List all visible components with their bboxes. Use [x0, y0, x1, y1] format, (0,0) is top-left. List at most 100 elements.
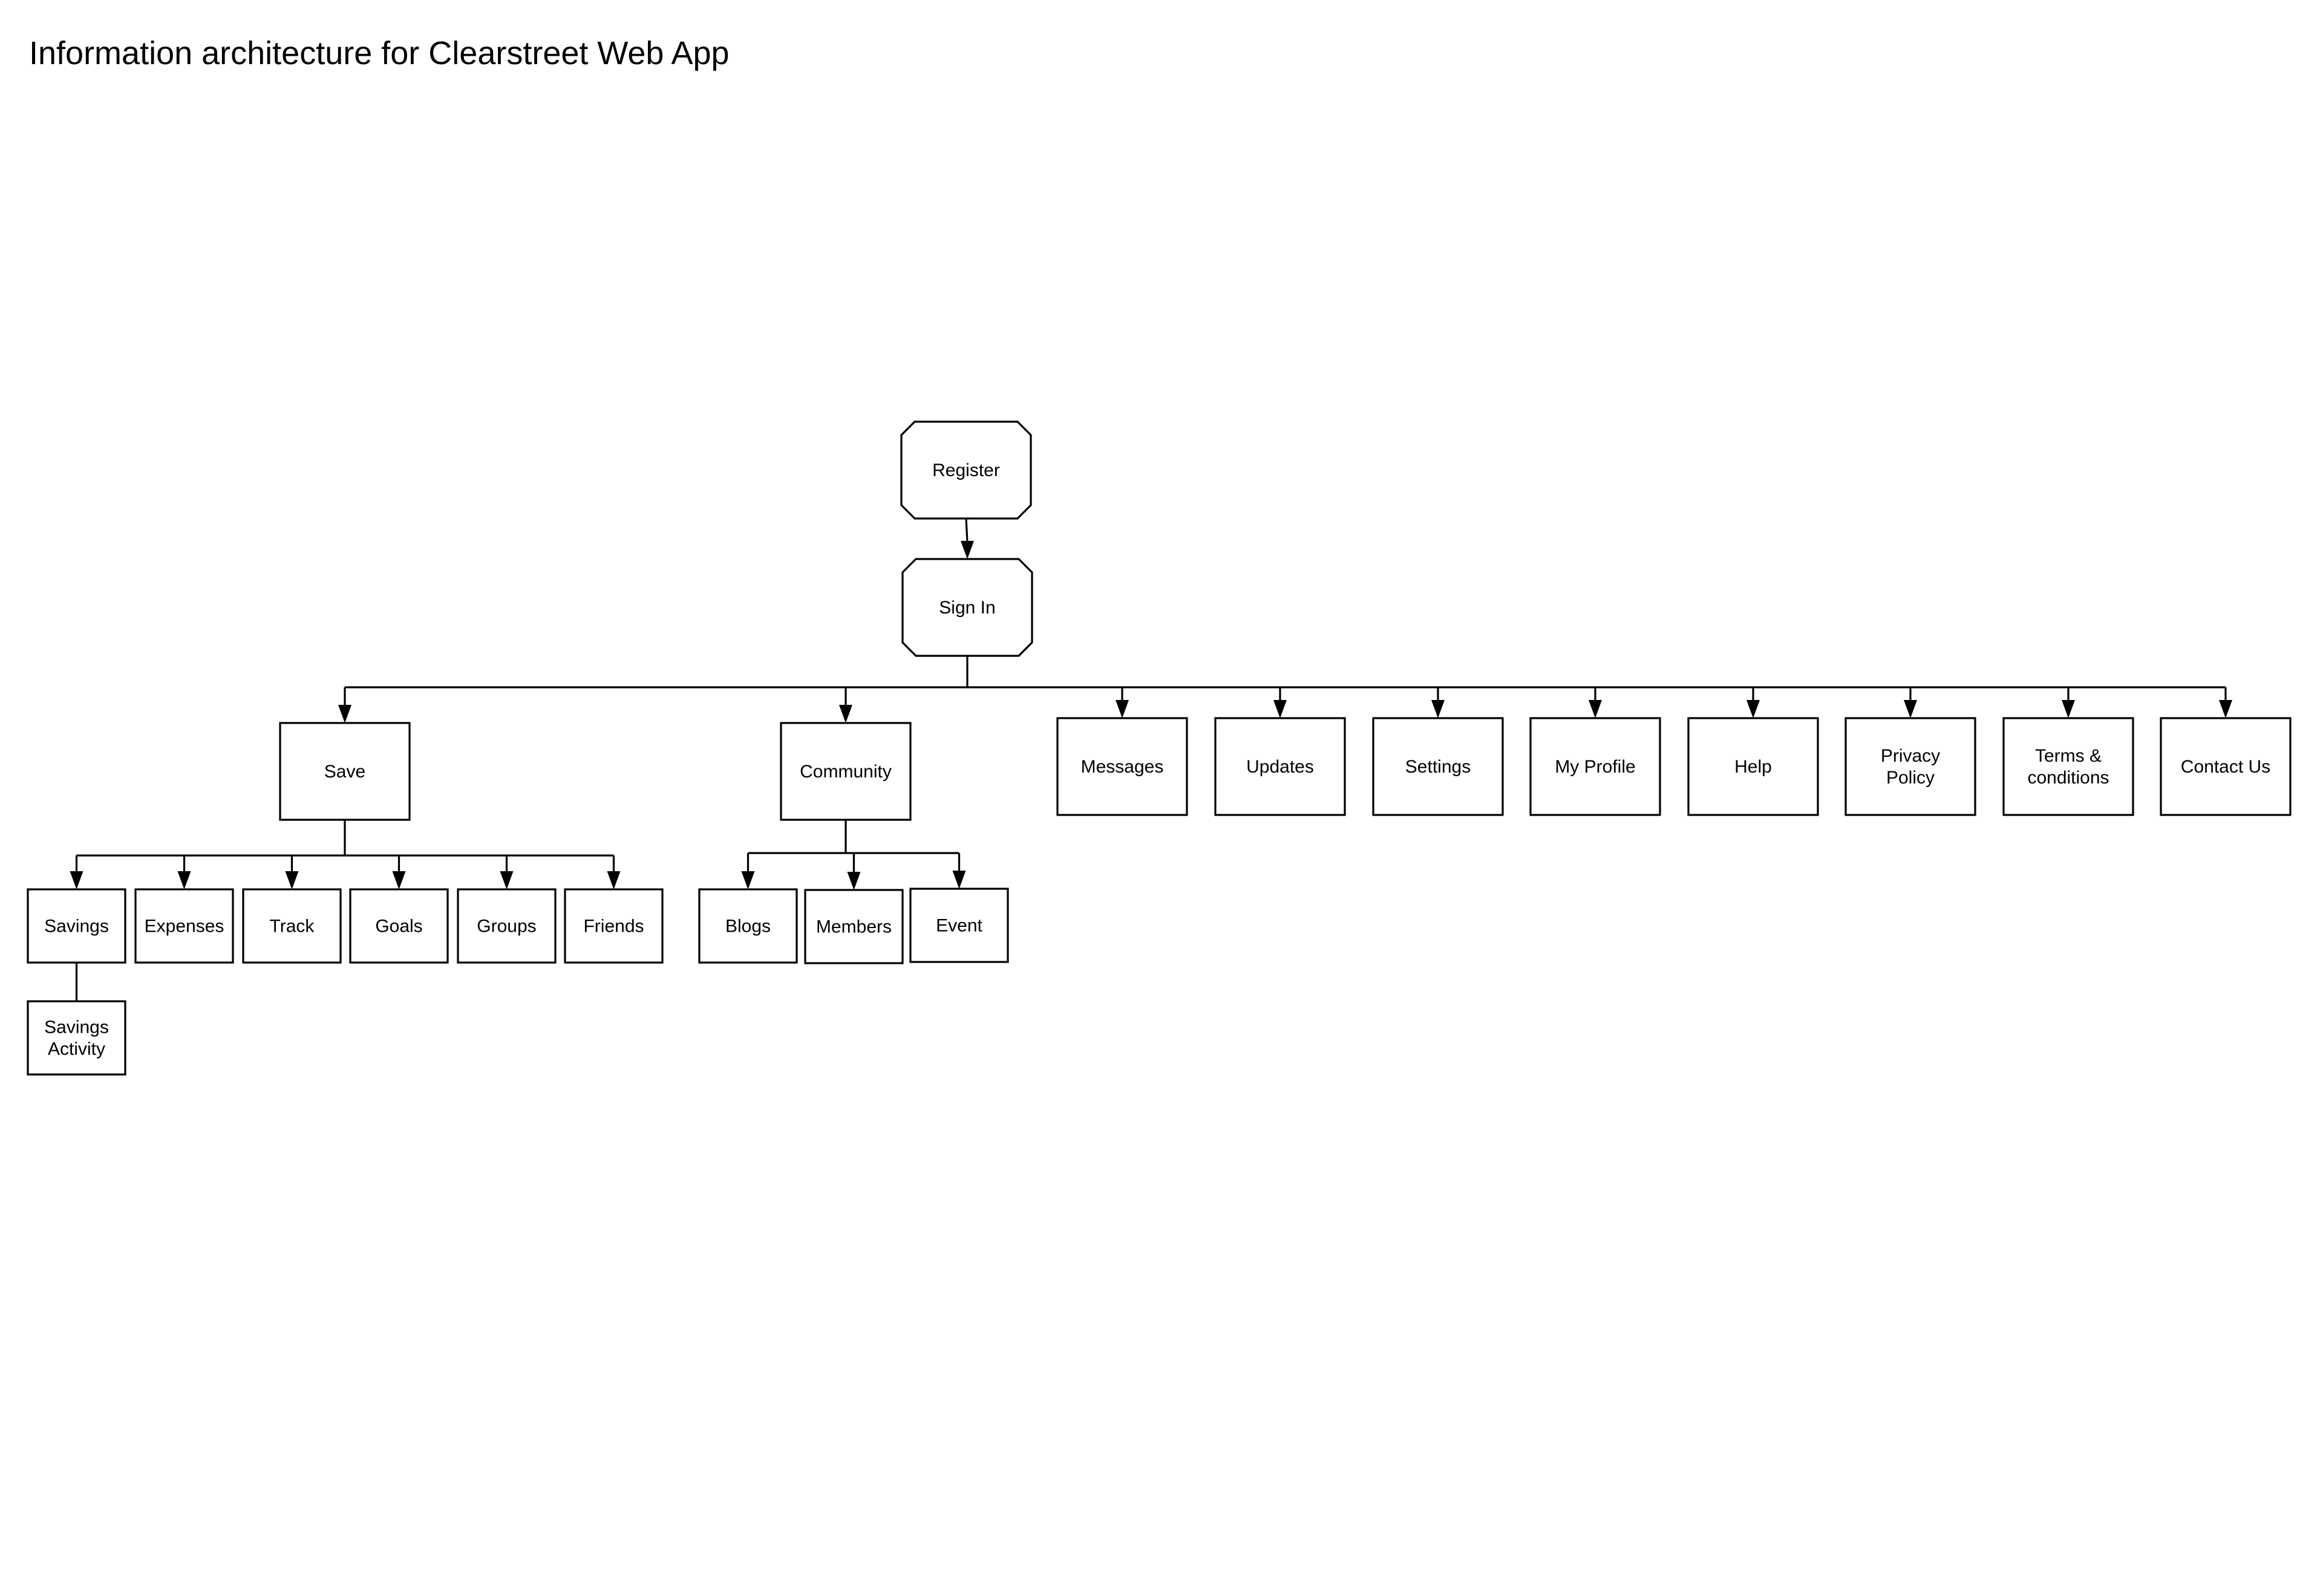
node-updates-label: Updates: [1246, 757, 1314, 777]
node-members-shape: [804, 889, 904, 964]
node-expenses-shape: [134, 888, 234, 964]
node-track-shape: [242, 888, 342, 964]
node-contact-us-label: Contact Us: [2181, 757, 2270, 777]
node-event: Event: [909, 888, 1009, 963]
arrowhead-messages: [1116, 700, 1129, 718]
node-settings-shape: [1372, 717, 1504, 816]
arrowhead-groups: [500, 871, 514, 889]
arrowhead-blogs: [741, 871, 755, 889]
node-terms-conditions: Terms &conditions: [2002, 717, 2134, 816]
node-groups-label: Groups: [477, 916, 536, 936]
edge-register-to-sign-in: [965, 518, 969, 543]
node-terms-conditions-label: Terms &conditions: [2027, 746, 2109, 788]
arrowhead-community: [839, 705, 852, 723]
node-community-shape: [780, 722, 912, 821]
node-settings-label: Settings: [1405, 757, 1471, 777]
node-event-shape: [909, 888, 1009, 963]
node-privacy-policy-label-line: Privacy: [1881, 746, 1940, 766]
node-friends-label: Friends: [583, 916, 644, 936]
node-savings-shape: [27, 888, 126, 964]
node-groups: Groups: [457, 888, 557, 964]
arrowhead-expenses: [177, 871, 191, 889]
node-save: Save: [279, 722, 411, 821]
node-privacy-policy-label-line: Policy: [1886, 768, 1935, 788]
node-savings-label-line: Savings: [44, 916, 109, 936]
node-save-label: Save: [324, 762, 365, 782]
node-groups-label-line: Groups: [477, 916, 536, 936]
node-blogs: Blogs: [698, 888, 798, 964]
node-members-label: Members: [816, 917, 892, 937]
node-messages-label: Messages: [1081, 757, 1164, 777]
node-my-profile-shape: [1529, 717, 1661, 816]
node-community-label-line: Community: [800, 762, 892, 782]
node-sign-in-label: Sign In: [939, 598, 995, 618]
node-expenses: Expenses: [134, 888, 234, 964]
node-register-label-line: Register: [932, 460, 1000, 480]
node-privacy-policy-shape: [1844, 717, 1976, 816]
node-community: Community: [780, 722, 912, 821]
node-settings-label-line: Settings: [1405, 757, 1471, 777]
node-help-shape: [1687, 717, 1819, 816]
node-help: Help: [1687, 717, 1819, 816]
arrowhead-privacy-policy: [1904, 700, 1917, 718]
arrowhead-save: [338, 705, 351, 723]
arrowhead-updates: [1273, 700, 1287, 718]
arrowhead-my-profile: [1589, 700, 1602, 718]
node-messages: Messages: [1056, 717, 1188, 816]
node-register-shape: [900, 420, 1032, 520]
node-goals-label-line: Goals: [375, 916, 422, 936]
node-my-profile-label-line: My Profile: [1555, 757, 1635, 777]
node-register-label: Register: [932, 460, 1000, 480]
arrowhead-track: [285, 871, 299, 889]
node-savings-label: Savings: [44, 916, 109, 936]
node-contact-us-shape: [2160, 717, 2292, 816]
node-settings: Settings: [1372, 717, 1504, 816]
node-help-label: Help: [1734, 757, 1772, 777]
node-savings-activity-label-line: Savings: [44, 1017, 109, 1037]
node-updates: Updates: [1214, 717, 1346, 816]
node-expenses-label: Expenses: [145, 916, 224, 936]
node-members-label-line: Members: [816, 917, 892, 937]
node-messages-shape: [1056, 717, 1188, 816]
node-my-profile: My Profile: [1529, 717, 1661, 816]
node-members: Members: [804, 889, 904, 964]
arrowhead-goals: [392, 871, 406, 889]
node-friends-shape: [564, 888, 664, 964]
node-updates-label-line: Updates: [1246, 757, 1314, 777]
node-groups-shape: [457, 888, 557, 964]
node-terms-conditions-label-line: Terms &: [2035, 746, 2102, 766]
node-goals-shape: [349, 888, 449, 964]
node-sign-in: Sign In: [901, 558, 1033, 657]
arrowhead-savings: [70, 871, 83, 889]
page-title: Information architecture for Clearstreet…: [29, 35, 730, 71]
node-my-profile-label: My Profile: [1555, 757, 1635, 777]
arrowhead-event: [952, 871, 966, 889]
arrowhead-members: [847, 872, 861, 890]
node-savings: Savings: [27, 888, 126, 964]
node-friends: Friends: [564, 888, 664, 964]
node-track-label: Track: [270, 916, 315, 936]
arrowhead-friends: [607, 871, 621, 889]
node-updates-shape: [1214, 717, 1346, 816]
node-blogs-label-line: Blogs: [725, 916, 771, 936]
node-savings-activity-label-line: Activity: [48, 1039, 105, 1059]
node-event-label: Event: [936, 915, 982, 935]
arrowhead-terms-conditions: [2062, 700, 2075, 718]
node-blogs-label: Blogs: [725, 916, 771, 936]
node-contact-us: Contact Us: [2160, 717, 2292, 816]
node-event-label-line: Event: [936, 915, 982, 935]
arrowhead-help: [1746, 700, 1760, 718]
node-community-label: Community: [800, 762, 892, 782]
edges-layer: [70, 518, 2232, 1001]
node-goals: Goals: [349, 888, 449, 964]
node-save-label-line: Save: [324, 762, 365, 782]
node-expenses-label-line: Expenses: [145, 916, 224, 936]
node-register: Register: [900, 420, 1032, 520]
node-track-label-line: Track: [270, 916, 315, 936]
node-blogs-shape: [698, 888, 798, 964]
node-goals-label: Goals: [375, 916, 422, 936]
arrowhead-contact-us: [2219, 700, 2232, 718]
